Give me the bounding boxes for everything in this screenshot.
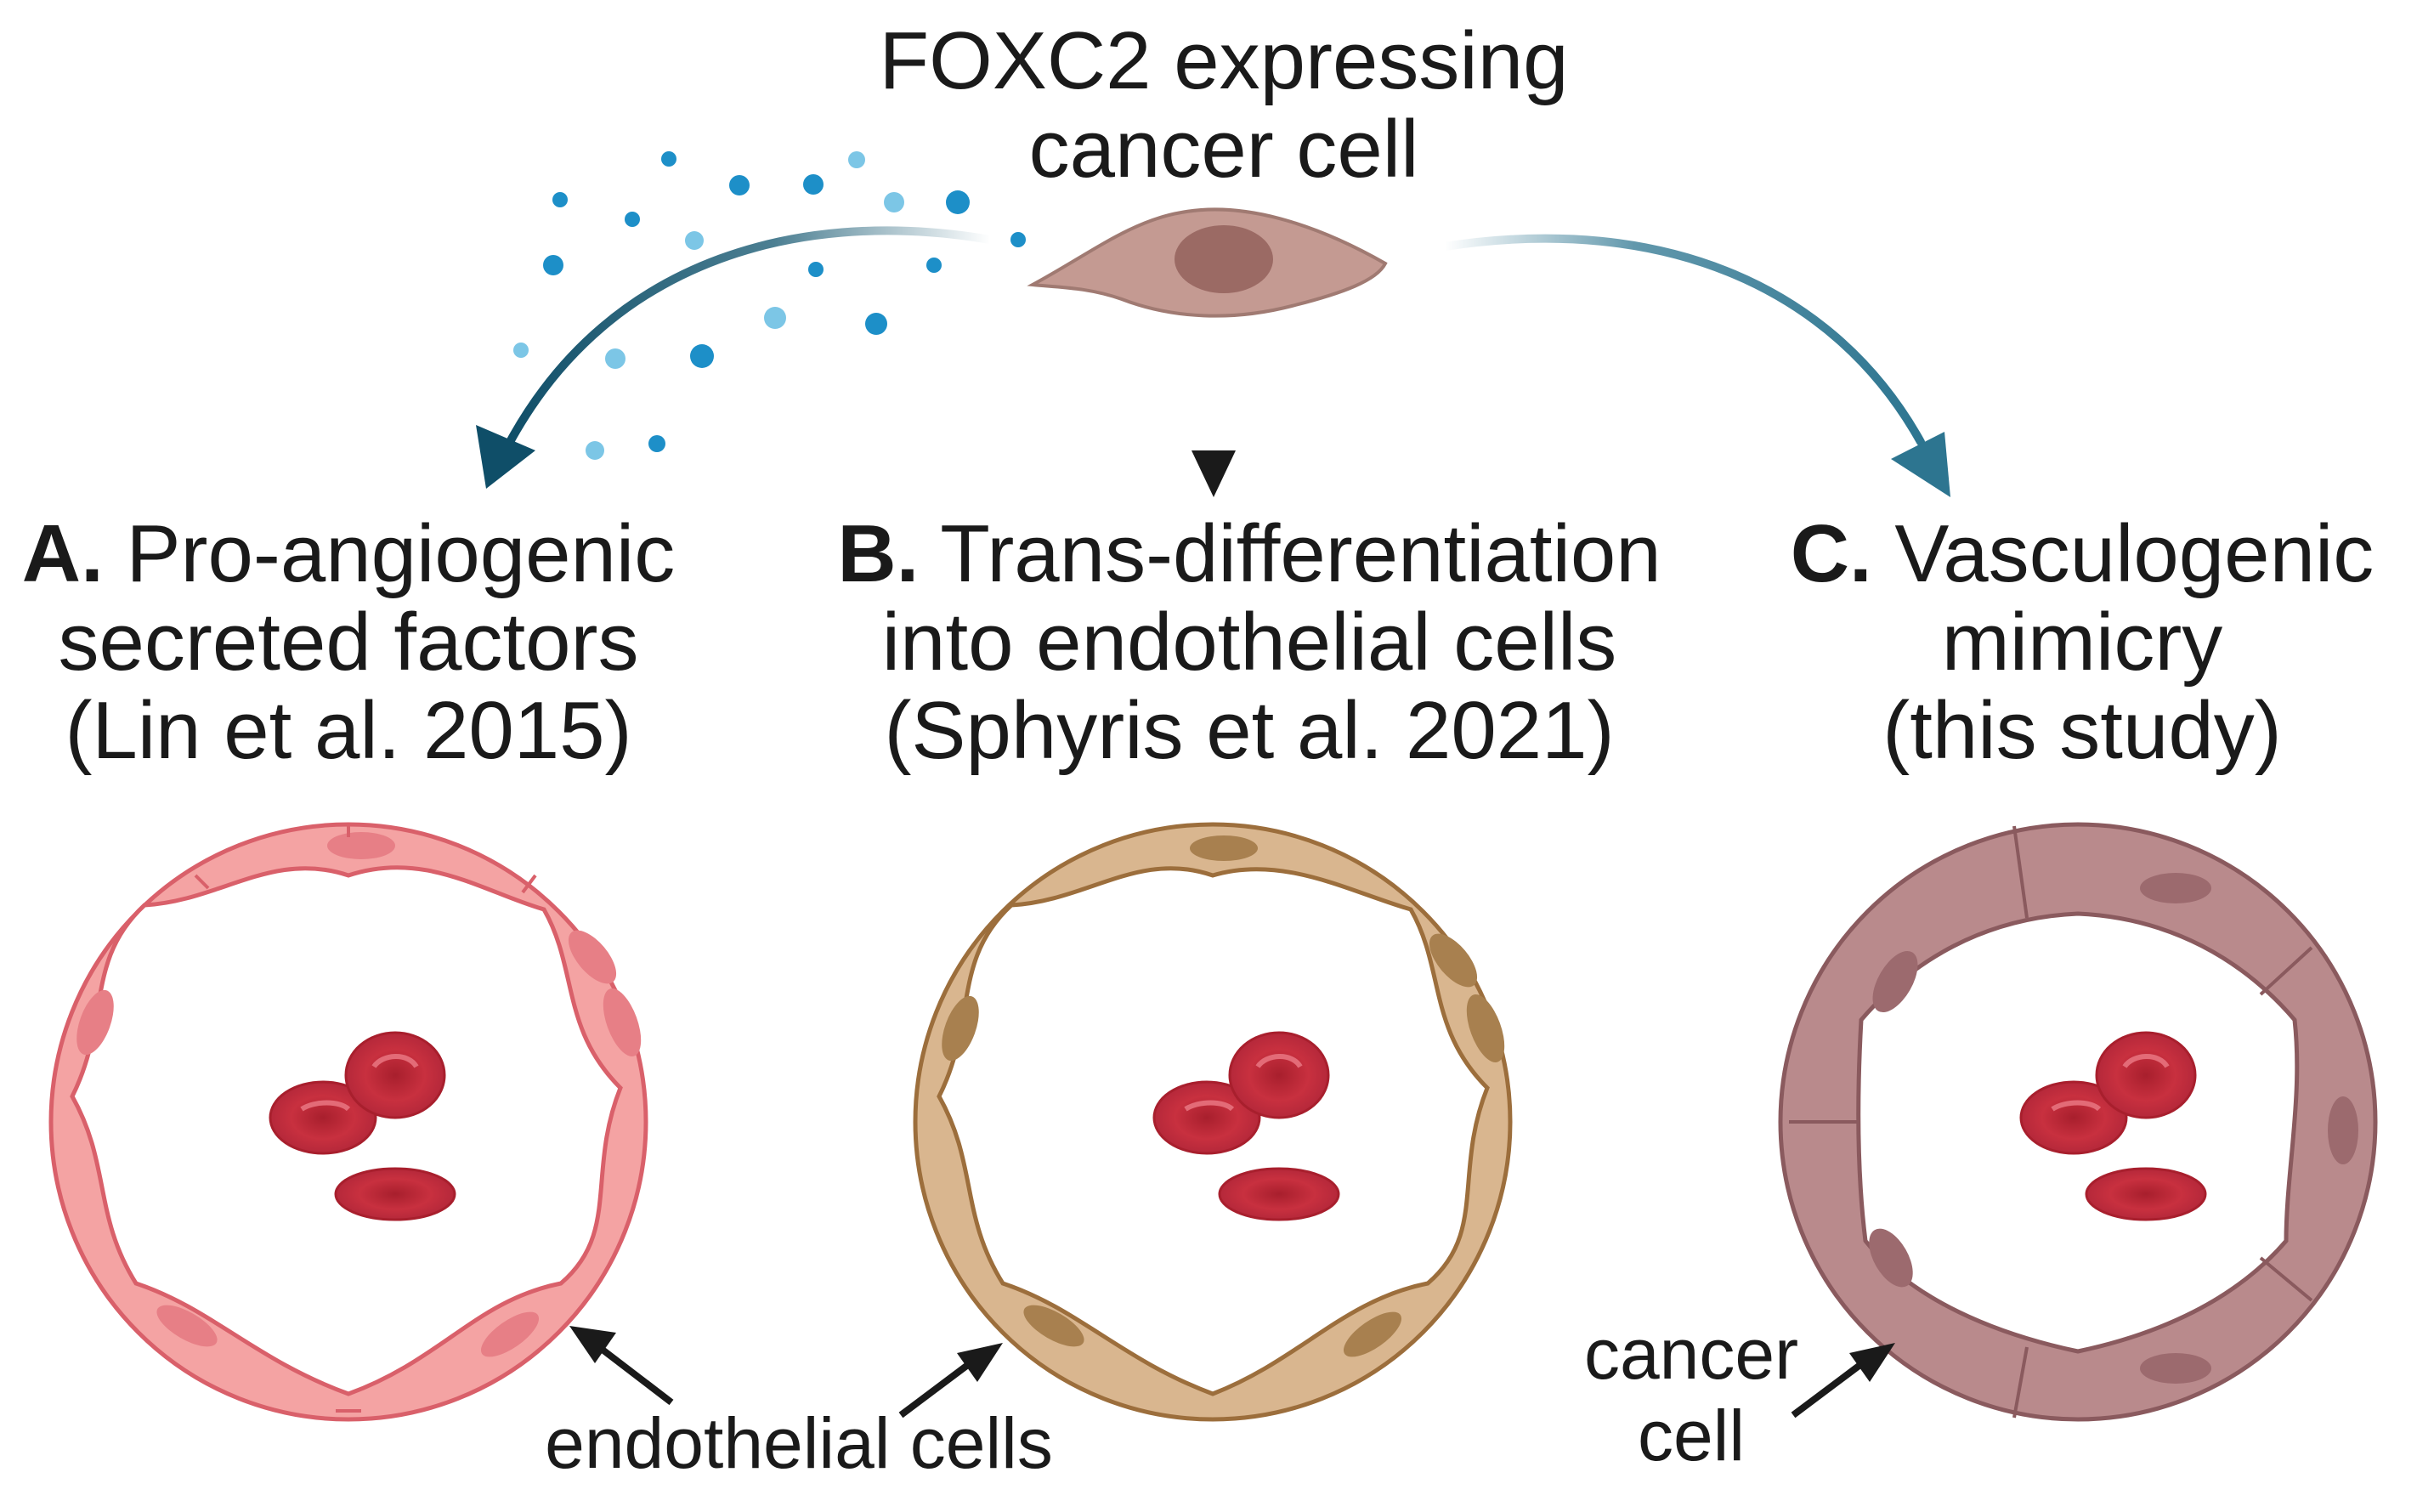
pointer-arrow-endothelial-a-icon (569, 1326, 674, 1406)
cancer-cell-label-line-2: cell (1637, 1396, 1746, 1475)
panel-a-line-2: secreted factors (58, 597, 639, 688)
red-blood-cells-a-icon (269, 1031, 456, 1221)
panel-c-citation: (this study) (1882, 685, 2282, 776)
panel-a-citation: (Lin et al. 2015) (65, 685, 632, 776)
title-line-1: FOXC2 expressing (879, 15, 1569, 106)
panel-b-line-2: into endothelial cells (881, 597, 1617, 688)
figure-title: FOXC2 expressing cancer cell (850, 17, 1598, 194)
panel-b-citation: (Sphyris et al. 2021) (884, 685, 1615, 776)
panel-b-letter: B. (837, 508, 920, 599)
endothelial-cells-label: endothelial cells (545, 1403, 1053, 1483)
arrow-to-panel-b-icon (1192, 365, 1236, 497)
title-line-2: cancer cell (1028, 104, 1419, 195)
panel-c-label: C. Vasculogenic mimicry (this study) (1768, 510, 2397, 775)
pointer-arrow-endothelial-b-icon (898, 1343, 1003, 1419)
panel-c-line-1: Vasculogenic (1894, 508, 2375, 599)
panel-a-letter: A. (21, 508, 104, 599)
secreted-factors-icon (513, 151, 1026, 460)
cancer-cell-label-line-1: cancer (1583, 1314, 1799, 1394)
panel-c-line-2: mimicry (1941, 597, 2223, 688)
panel-b-label: B. Trans-differentiation into endothelia… (824, 510, 1674, 775)
cancer-cell-label: cancer cell (1555, 1313, 1827, 1476)
arrow-to-panel-a-icon (476, 226, 994, 489)
arrow-to-panel-c-icon (1441, 234, 1950, 497)
panel-b-line-1: Trans-differentiation (940, 508, 1661, 599)
red-blood-cells-b-icon (1152, 1031, 1340, 1221)
panel-a-label: A. Pro-angiogenic secreted factors (Lin … (0, 510, 697, 775)
panel-a-line-1: Pro-angiogenic (126, 508, 676, 599)
pointer-arrow-cancer-cell-icon (1791, 1343, 1895, 1419)
red-blood-cells-c-icon (2019, 1031, 2207, 1221)
panel-c-letter: C. (1790, 508, 1872, 599)
foxc2-cancer-cell-icon (1027, 207, 1388, 318)
